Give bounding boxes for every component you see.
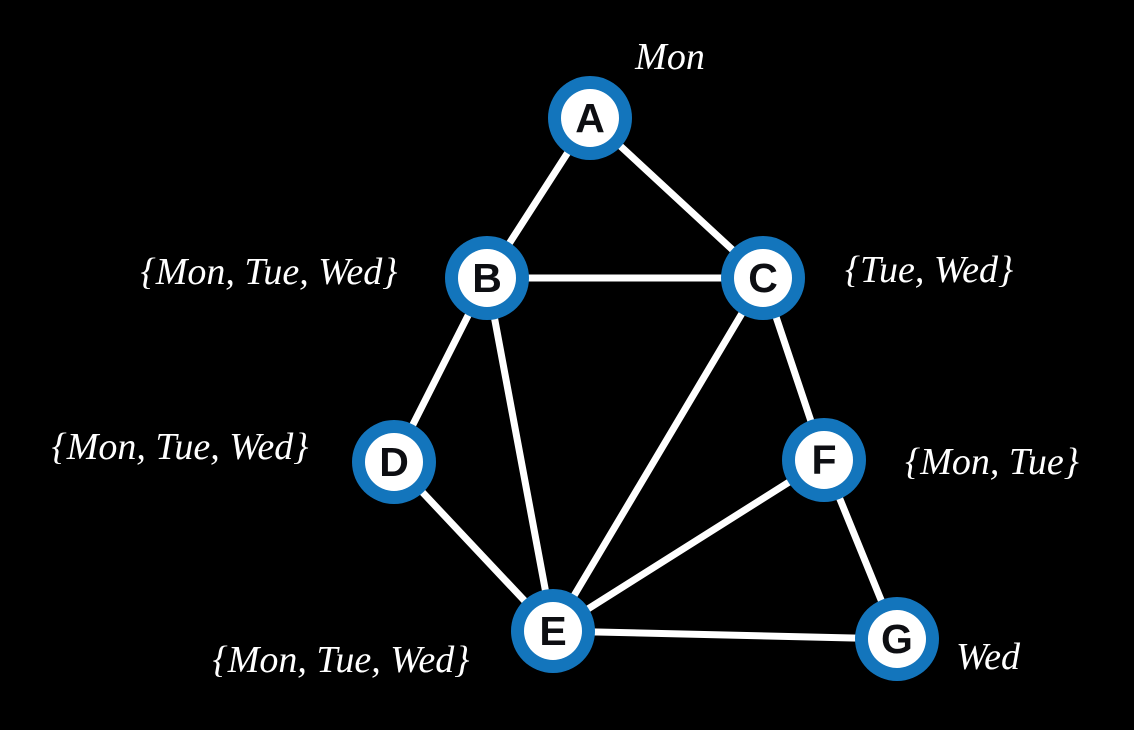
node-F-fill xyxy=(795,431,853,489)
node-E-fill xyxy=(524,602,582,660)
node-A: A xyxy=(548,76,632,160)
node-F-letter: F xyxy=(811,437,836,483)
node-B-fill xyxy=(458,249,516,307)
domain-label-C: {Tue, Wed} xyxy=(845,249,1013,291)
edge-B-E xyxy=(483,274,557,635)
edge-E-F xyxy=(549,456,828,635)
node-D-fill xyxy=(365,433,423,491)
node-C-fill xyxy=(734,249,792,307)
node-G: G xyxy=(855,597,939,681)
node-C-letter: C xyxy=(748,255,778,301)
domain-label-F: {Mon, Tue} xyxy=(905,441,1079,483)
node-E-letter: E xyxy=(539,608,566,654)
node-A-letter: A xyxy=(575,95,605,141)
domain-label-A: Mon xyxy=(634,36,705,78)
edge-C-E xyxy=(549,274,767,635)
domain-label-B: {Mon, Tue, Wed} xyxy=(141,251,398,293)
node-F: F xyxy=(782,418,866,502)
edge-E-G xyxy=(549,627,901,643)
node-D-letter: D xyxy=(379,439,409,485)
node-B: B xyxy=(445,236,529,320)
node-C: C xyxy=(721,236,805,320)
domain-label-D: {Mon, Tue, Wed} xyxy=(52,426,309,468)
node-G-letter: G xyxy=(881,616,913,662)
domain-label-G: Wed xyxy=(956,636,1021,678)
node-G-fill xyxy=(868,610,926,668)
node-A-fill xyxy=(561,89,619,147)
node-B-letter: B xyxy=(472,255,502,301)
node-E: E xyxy=(511,589,595,673)
domain-label-E: {Mon, Tue, Wed} xyxy=(213,639,470,681)
node-D: D xyxy=(352,420,436,504)
